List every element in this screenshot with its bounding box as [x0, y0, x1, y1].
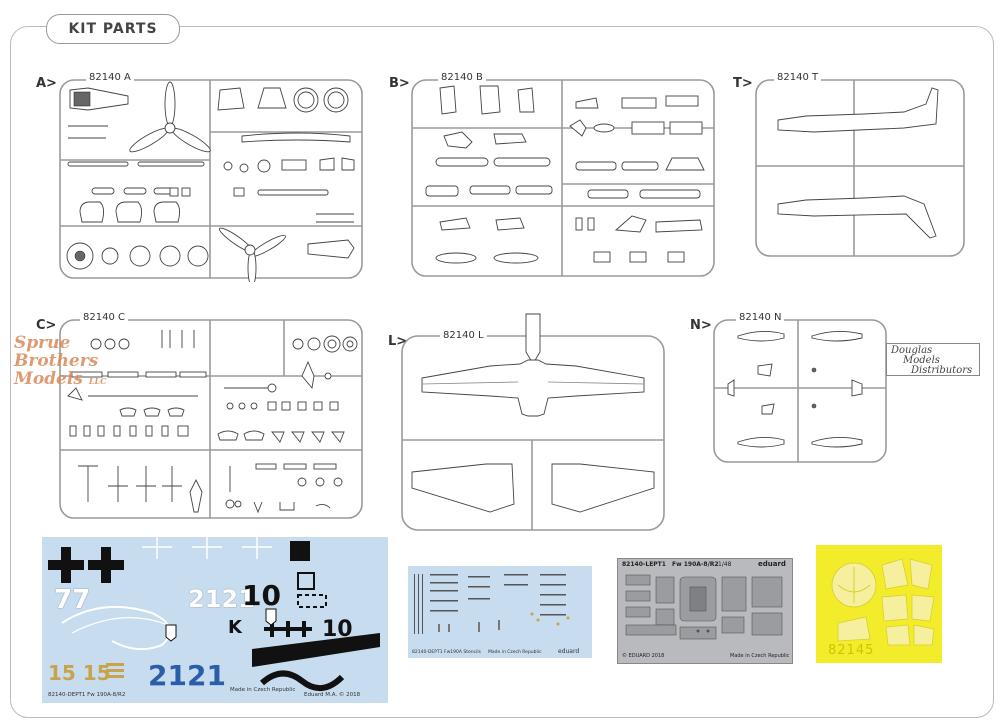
douglas-models-distributors-logo: Douglas Models Distributors — [886, 343, 980, 376]
sprue-c-letter: C> — [36, 318, 57, 333]
mask-shapes — [831, 558, 935, 646]
watermark-line2: Brothers — [14, 351, 99, 371]
balkenkreuz-1 — [48, 547, 84, 583]
pe-header-title: Fw 190A-8/R2 — [672, 561, 719, 568]
watermark-suffix: LLC — [88, 376, 107, 386]
sprue-l-code: 82140 L — [440, 330, 487, 341]
decal-caption-right: Eduard M.A. © 2018 — [304, 692, 361, 698]
watermark-line3: Models LLC — [14, 370, 118, 390]
section-title: KIT PARTS — [46, 14, 180, 44]
decal-caption-mid: Made in Czech Republic — [230, 687, 296, 693]
sprue-n-letter: N> — [690, 318, 712, 333]
stencil-caption-left: 82140-DEPT1 Fw190A Stencils — [412, 650, 481, 655]
photoetch-fret: 82140-LEPT1 Fw 190A-8/R2 1/48 eduard © E… — [617, 558, 793, 664]
decal-1515-gold: 15 15 — [48, 661, 111, 685]
decal-2121-white: 2121 — [188, 585, 255, 613]
pe-header-code: 82140-LEPT1 — [622, 561, 666, 568]
balkenkreuz-2 — [88, 547, 124, 583]
sprue-b-letter: B> — [389, 76, 410, 91]
decal-10-small: 10 — [322, 617, 353, 642]
sprue-c — [59, 319, 363, 519]
pe-footer-right: Made in Czech Republic — [730, 653, 790, 659]
sprue-l-letter: L> — [388, 334, 408, 349]
distributor-line1: Douglas — [891, 345, 933, 356]
pe-header-brand: eduard — [758, 560, 786, 568]
stencil-caption-mid: Made in Czech Republic — [488, 650, 542, 655]
watermark-line1: Sprue — [14, 333, 71, 353]
stencil-graphics — [414, 574, 570, 634]
decal-10-black: 10 — [242, 579, 281, 612]
stencil-caption-right: eduard — [558, 648, 580, 655]
sprue-brothers-watermark: Sprue Brothers Models LLC — [14, 334, 118, 392]
sprue-c-code: 82140 C — [80, 312, 128, 323]
mask-sheet: 82145 — [816, 545, 942, 663]
mask-code: 82145 — [828, 643, 875, 658]
sprue-b-code: 82140 B — [438, 72, 486, 83]
decal-code-77: 77 — [54, 585, 91, 615]
main-decal-sheet: 77 2121 10 K 10 15 15 2121 82140-DEPT1 F… — [42, 537, 388, 703]
decal-caption-left: 82140-DEPT1 Fw 190A-8/R2 — [48, 692, 126, 698]
stencil-decal-sheet: 82140-DEPT1 Fw190A Stencils Made in Czec… — [408, 566, 592, 658]
sprue-b — [411, 79, 715, 277]
decal-2121-blue: 2121 — [148, 659, 226, 692]
kit-parts-frame — [10, 26, 994, 718]
distributor-line2: Models — [903, 355, 940, 366]
sprue-n-code: 82140 N — [736, 312, 785, 323]
watermark-line3-text: Models — [14, 369, 83, 389]
sprue-t-code: 82140 T — [774, 72, 822, 83]
sprue-n — [713, 319, 887, 463]
pe-footer-left: © EDUARD 2018 — [622, 653, 665, 659]
sprue-a-letter: A> — [36, 76, 57, 91]
sprue-l — [401, 313, 665, 531]
sprue-t — [755, 79, 965, 257]
sprue-a-code: 82140 A — [86, 72, 134, 83]
sprue-t-letter: T> — [733, 76, 753, 91]
pe-parts — [625, 574, 783, 640]
pe-header-scale: 1/48 — [718, 561, 732, 568]
sprue-a — [59, 79, 363, 282]
distributor-line3: Distributors — [911, 365, 973, 376]
decal-letter-k: K — [228, 617, 242, 638]
decal-graphics — [48, 537, 380, 691]
